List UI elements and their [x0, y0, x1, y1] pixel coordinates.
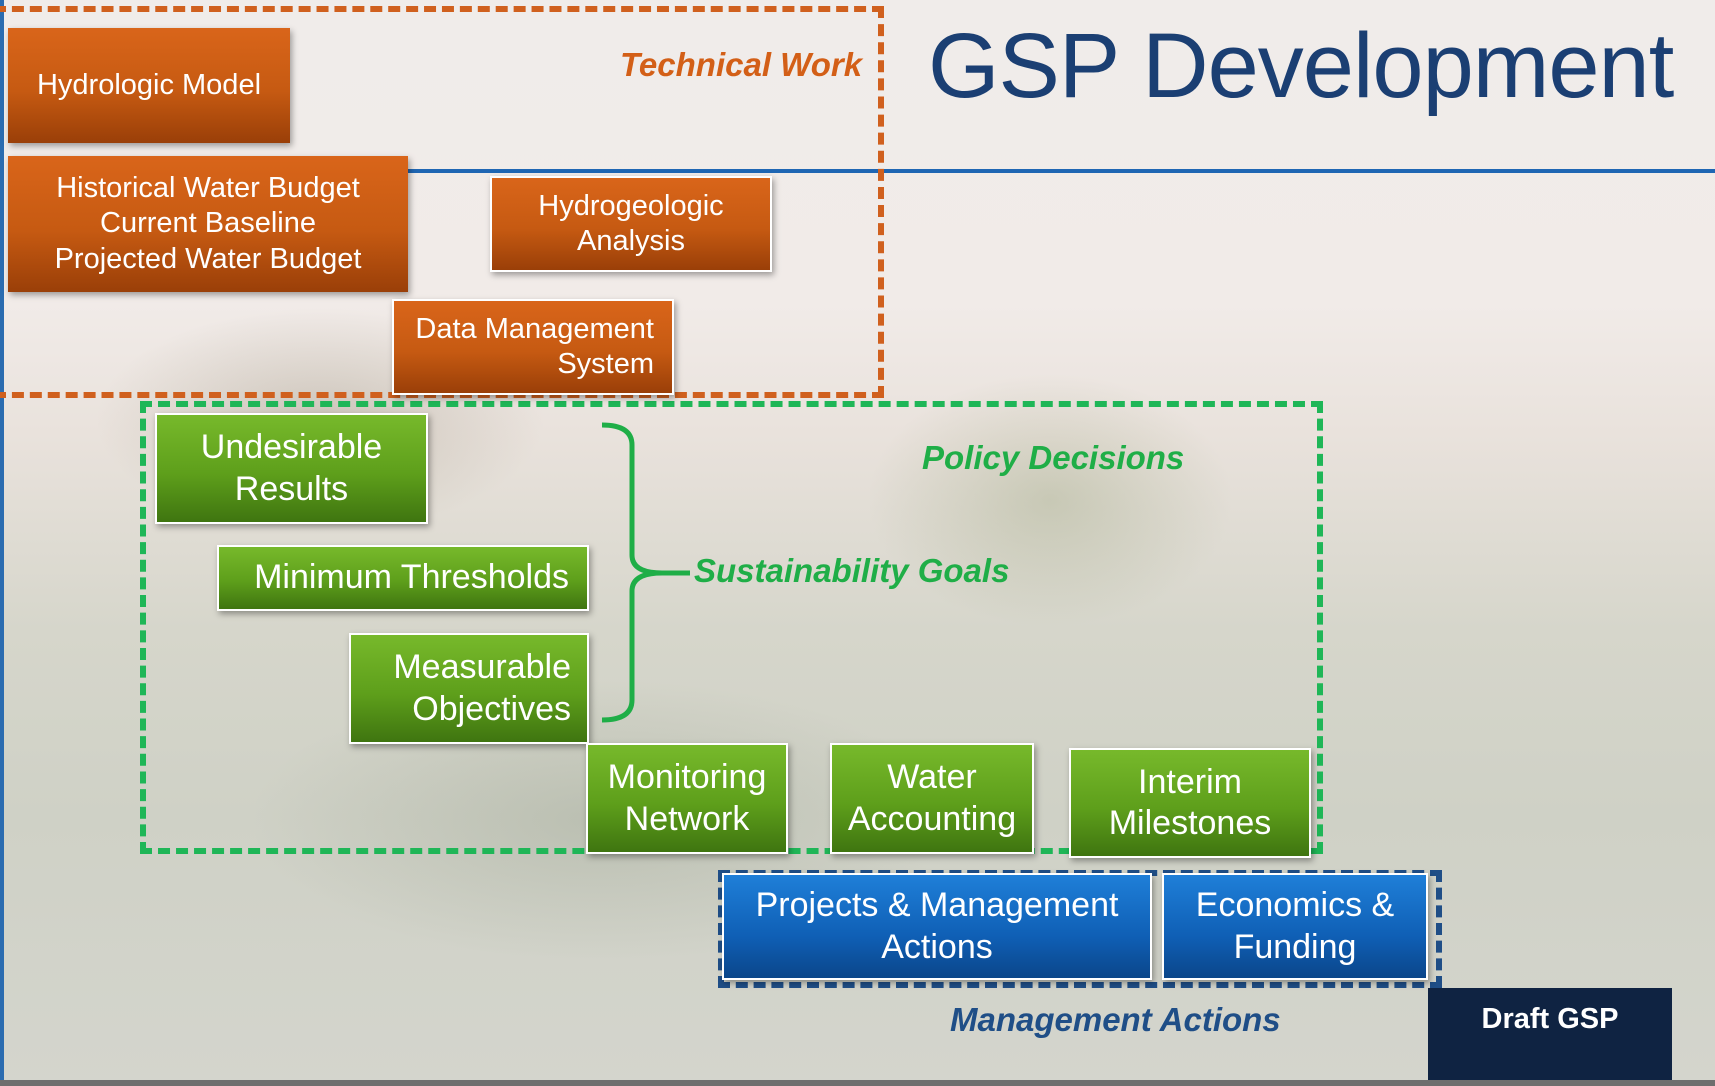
economics-funding-text: Economics & Funding	[1195, 886, 1395, 966]
draft-gsp-text: Draft GSP	[1481, 1003, 1619, 1035]
minimum-thresholds-text: Minimum Thresholds	[254, 558, 569, 597]
monitoring-network-text: Monitoring Network	[607, 758, 767, 838]
monitoring-network-box: Monitoring Network	[586, 743, 788, 854]
economics-funding-box: Economics & Funding	[1162, 873, 1428, 980]
data-management-box: Data Management System	[392, 299, 674, 395]
technical-work-label: Technical Work	[620, 46, 863, 83]
bottom-accent-line	[0, 1080, 1715, 1086]
water-budget-text: Historical Water Budget Current Baseline…	[54, 171, 362, 275]
water-accounting-text: Water Accounting	[847, 758, 1017, 838]
draft-gsp-box: Draft GSP	[1428, 988, 1672, 1080]
interim-milestones-text: Interim Milestones	[1108, 762, 1272, 842]
data-management-text: Data Management System	[415, 312, 654, 380]
title-rule	[408, 169, 1715, 173]
interim-milestones-box: Interim Milestones	[1069, 748, 1311, 858]
projects-management-actions-text: Projects & Management Actions	[755, 886, 1119, 966]
water-accounting-box: Water Accounting	[830, 743, 1034, 854]
sustainability-goals-label: Sustainability Goals	[694, 552, 1010, 589]
left-accent-line	[0, 0, 4, 1086]
technical-work-region	[0, 6, 884, 398]
hydrogeologic-analysis-box: Hydrogeologic Analysis	[490, 176, 772, 272]
measurable-objectives-box: Measurable Objectives	[349, 633, 589, 744]
hydrologic-model-box: Hydrologic Model	[8, 28, 290, 143]
management-actions-label: Management Actions	[950, 1001, 1281, 1038]
projects-management-actions-box: Projects & Management Actions	[722, 873, 1152, 980]
water-budget-box: Historical Water Budget Current Baseline…	[8, 156, 408, 292]
slide-title: GSP Development	[928, 15, 1674, 117]
hydrogeologic-analysis-text: Hydrogeologic Analysis	[538, 189, 724, 257]
policy-decisions-label: Policy Decisions	[922, 439, 1185, 476]
hydrologic-model-text: Hydrologic Model	[36, 68, 262, 101]
minimum-thresholds-box: Minimum Thresholds	[217, 545, 589, 611]
undesirable-results-text: Undesirable Results	[200, 428, 383, 508]
undesirable-results-box: Undesirable Results	[155, 413, 428, 524]
measurable-objectives-text: Measurable Objectives	[393, 648, 571, 728]
